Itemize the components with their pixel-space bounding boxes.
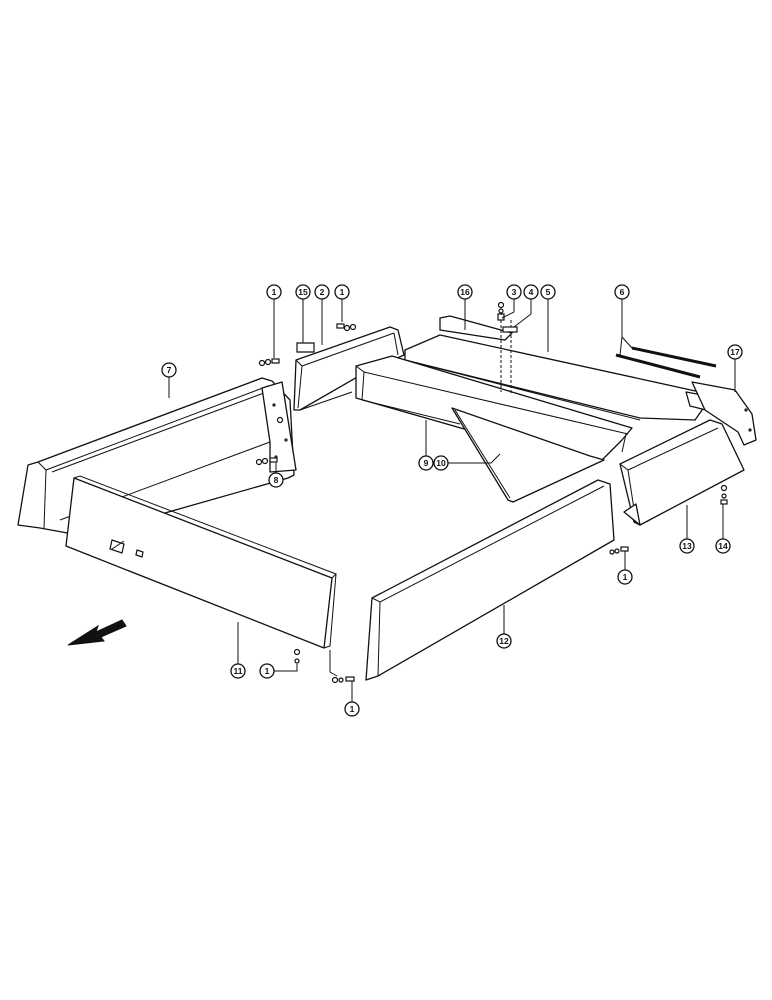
- svg-text:14: 14: [718, 541, 728, 551]
- svg-text:8: 8: [274, 475, 279, 485]
- part-11-front-left-panel: [65, 475, 337, 649]
- callout-1: 1: [266, 284, 282, 300]
- callout-2: 2: [314, 284, 330, 300]
- callout-16: 16: [457, 284, 473, 300]
- callout-17: 17: [727, 344, 743, 360]
- part-15-block: [296, 342, 315, 353]
- svg-text:4: 4: [529, 287, 534, 297]
- callout-1: 1: [344, 701, 360, 717]
- svg-text:10: 10: [436, 458, 446, 468]
- callout-14: 14: [715, 538, 731, 554]
- callout-6: 6: [614, 284, 630, 300]
- callout-13: 13: [679, 538, 695, 554]
- callout-3: 3: [506, 284, 522, 300]
- leader-lines: [168, 299, 736, 702]
- svg-text:1: 1: [340, 287, 345, 297]
- forward-direction-arrow-icon: [67, 619, 127, 646]
- svg-text:11: 11: [234, 666, 243, 676]
- svg-text:1: 1: [272, 287, 277, 297]
- callout-4: 4: [523, 284, 539, 300]
- svg-text:16: 16: [460, 287, 470, 297]
- svg-text:2: 2: [320, 287, 325, 297]
- callout-1: 1: [259, 663, 275, 679]
- part-10-gusset: [451, 407, 605, 503]
- callout-15: 15: [295, 284, 311, 300]
- svg-text:7: 7: [167, 365, 172, 375]
- callout-1: 1: [334, 284, 350, 300]
- part-9-center-beam: [355, 355, 633, 463]
- svg-text:5: 5: [546, 287, 551, 297]
- part-17-right-bracket: [691, 381, 757, 446]
- part-12-front-right-panel: [365, 479, 615, 681]
- callout-5: 5: [540, 284, 556, 300]
- part-6-strips: [615, 346, 717, 379]
- svg-text:15: 15: [298, 287, 308, 297]
- callout-12: 12: [496, 633, 512, 649]
- callout-8: 8: [268, 472, 284, 488]
- svg-text:1: 1: [265, 666, 270, 676]
- svg-text:6: 6: [620, 287, 625, 297]
- part-13-right-panel: [619, 419, 745, 526]
- callout-10: 10: [433, 455, 449, 471]
- svg-text:1: 1: [350, 704, 355, 714]
- callout-1: 1: [617, 569, 633, 585]
- svg-text:17: 17: [730, 347, 740, 357]
- svg-text:1: 1: [623, 572, 628, 582]
- svg-text:3: 3: [512, 287, 517, 297]
- callout-11: 11: [230, 663, 246, 679]
- callout-9: 9: [418, 455, 434, 471]
- svg-text:9: 9: [424, 458, 429, 468]
- svg-text:12: 12: [499, 636, 509, 646]
- callout-7: 7: [161, 362, 177, 378]
- hardware-fasteners: [255, 301, 728, 684]
- svg-text:13: 13: [682, 541, 692, 551]
